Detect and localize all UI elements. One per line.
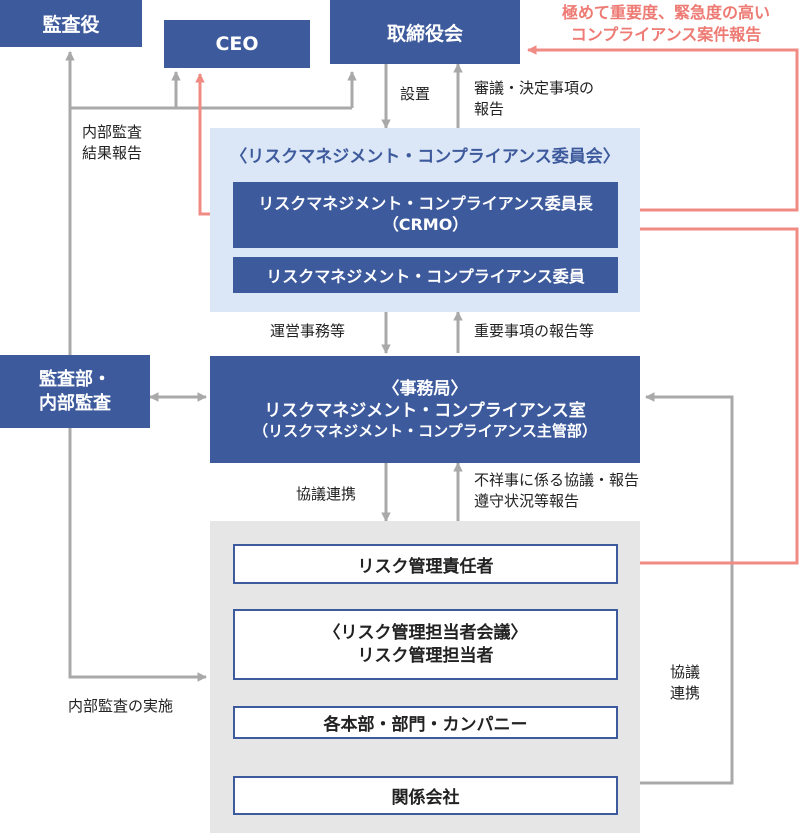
office-line3: （リスクマネジメント・コンプライアンス主管部） (253, 421, 597, 440)
affiliates-label: 関係会社 (391, 788, 460, 808)
red-note: 極めて重要度、緊急度の高い コンプライアンス案件報告 (532, 2, 800, 46)
red-note-line2: コンプライアンス案件報告 (570, 25, 762, 44)
label-important-reports: 重要事項の報告等 (474, 322, 595, 340)
audit-line2: 内部監査 (39, 392, 111, 414)
committee-title: 〈リスクマネジメント・コンプライアンス委員会〉 (230, 147, 620, 167)
node-affiliates: 関係会社 (233, 776, 618, 815)
line-risk-officer-to-chair (618, 224, 799, 565)
label-scandal-line1: 不祥事に係る協議・報告 (474, 471, 640, 489)
chair-line2: （CRMO） (382, 215, 469, 234)
node-risk-managers: 〈リスク管理担当者会議〉 リスク管理担当者 (233, 609, 618, 680)
label-scandal-line2: 遵守状況等報告 (474, 492, 580, 510)
line-chair-to-board (527, 45, 799, 212)
node-ceo-label: CEO (215, 33, 259, 55)
line-right-coordination (639, 392, 734, 785)
label-deliberation-line1: 審議・決定事項の (474, 79, 595, 97)
member-label: リスクマネジメント・コンプライアンス委員 (266, 267, 585, 286)
node-committee-member: リスクマネジメント・コンプライアンス委員 (233, 257, 618, 293)
node-kansayaku-label: 監査役 (42, 14, 100, 36)
chair-line1: リスクマネジメント・コンプライアンス委員長 (258, 194, 593, 214)
label-coop-right-line2: 連携 (670, 684, 701, 702)
office-line1: 〈事務局〉 (382, 378, 468, 399)
label-iar-line2: 結果報告 (82, 144, 143, 162)
node-kansayaku: 監査役 (0, 0, 142, 47)
node-secretariat: 〈事務局〉 リスクマネジメント・コンプライアンス室 （リスクマネジメント・コンプ… (210, 356, 640, 463)
label-operations: 運営事務等 (270, 322, 346, 340)
label-iar-line1: 内部監査 (82, 123, 143, 141)
label-coop-right-line1: 協議 (670, 663, 701, 681)
node-audit-dept: 監査部・ 内部監査 (0, 355, 150, 428)
label-internal-audit-report: 内部監査 結果報告 (82, 122, 142, 164)
node-board-label: 取締役会 (386, 22, 463, 45)
label-coop-right: 協議 連携 (670, 662, 700, 704)
label-deliberation-line2: 報告 (474, 100, 505, 118)
line-audit-exec (68, 428, 207, 682)
node-divisions: 各本部・部門・カンパニー (233, 706, 618, 739)
office-line2: リスクマネジメント・コンプライアンス室 (264, 400, 586, 421)
label-establish: 設置 (400, 85, 431, 103)
label-deliberation: 審議・決定事項の 報告 (474, 78, 594, 120)
audit-line1: 監査部・ (39, 369, 111, 391)
label-scandal: 不祥事に係る協議・報告 遵守状況等報告 (474, 470, 639, 512)
risk-officer-label: リスク管理責任者 (357, 556, 494, 577)
red-note-line1: 極めて重要度、緊急度の高い (561, 3, 770, 22)
node-risk-officer: リスク管理責任者 (233, 544, 618, 584)
node-ceo: CEO (164, 20, 310, 68)
managers-line2: リスク管理担当者 (357, 645, 494, 666)
label-internal-audit-exec: 内部監査の実施 (68, 697, 174, 715)
label-cooperation: 協議連携 (296, 485, 357, 503)
node-board: 取締役会 (330, 0, 520, 64)
managers-line1: 〈リスク管理担当者会議〉 (323, 623, 528, 644)
node-committee-chair: リスクマネジメント・コンプライアンス委員長 （CRMO） (233, 182, 618, 248)
divisions-label: 各本部・部門・カンパニー (323, 715, 528, 735)
